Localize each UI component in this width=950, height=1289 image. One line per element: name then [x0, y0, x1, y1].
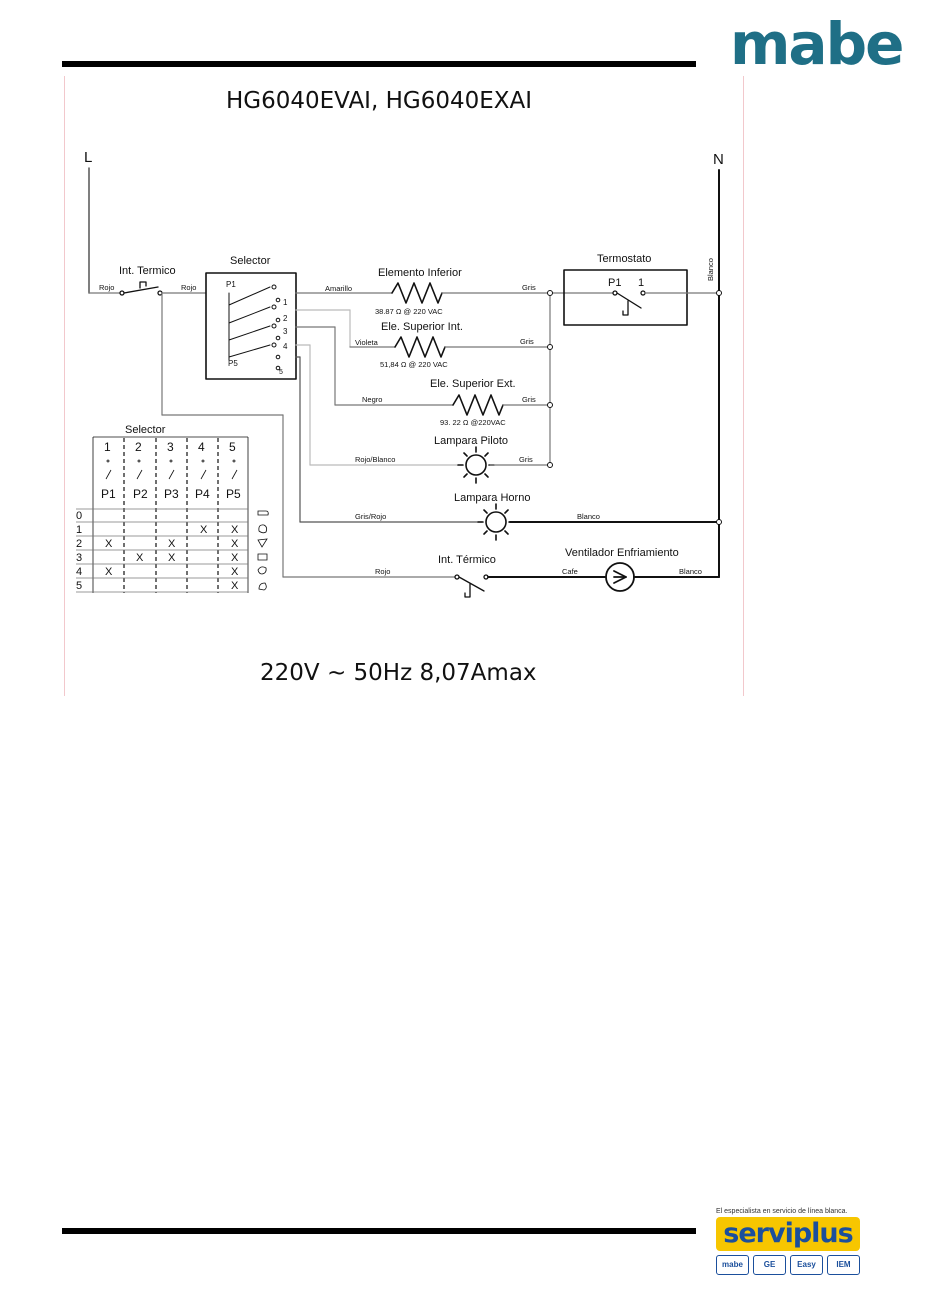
easy-mini-logo: Easy [790, 1255, 823, 1275]
svg-text:Rojo/Blanco: Rojo/Blanco [355, 455, 395, 464]
svg-text:4: 4 [198, 440, 205, 454]
svg-text:1: 1 [283, 298, 288, 307]
table-cell-mark: X [231, 524, 239, 536]
svg-text:Violeta: Violeta [355, 338, 379, 347]
lamp-piloto-symbol [457, 446, 495, 484]
svg-text:38.87 Ω @ 220 VAC: 38.87 Ω @ 220 VAC [375, 307, 443, 316]
resistor-elemento-inferior [391, 282, 443, 304]
int-termico-switch [119, 281, 163, 296]
label-termostato: Termostato [597, 253, 651, 265]
svg-text:1: 1 [104, 440, 111, 454]
table-cell-mark: X [200, 524, 208, 536]
top-rule [62, 61, 696, 67]
label-superior-int: Ele. Superior Int. [381, 321, 463, 333]
table-cell-mark: X [105, 566, 113, 578]
table-row-label: 2 [76, 538, 82, 550]
svg-text:93. 22 Ω @220VAC: 93. 22 Ω @220VAC [440, 418, 506, 427]
selector-box [205, 272, 297, 380]
label-selector: Selector [230, 255, 271, 267]
svg-text:Rojo: Rojo [99, 283, 114, 292]
table-cell-mark: X [231, 538, 239, 550]
lamp-horno-symbol [477, 503, 515, 541]
svg-text:Selector: Selector [125, 424, 166, 436]
label-N: N [713, 151, 724, 168]
svg-text:Rojo: Rojo [181, 283, 196, 292]
label-superior-ext: Ele. Superior Ext. [430, 378, 516, 390]
label-L: L [84, 149, 92, 166]
svg-text:P1: P1 [101, 487, 116, 501]
svg-text:Gris: Gris [522, 283, 536, 292]
serviplus-logo: serviplus [716, 1217, 860, 1251]
table-row-label: 1 [76, 524, 82, 536]
table-cell-mark: X [136, 552, 144, 564]
serviplus-brand: El especialista en servicio de línea bla… [716, 1208, 860, 1275]
table-cell-mark: X [231, 580, 239, 592]
svg-text:2: 2 [135, 440, 142, 454]
ge-mini-logo: GE [753, 1255, 786, 1275]
svg-text:5: 5 [229, 440, 236, 454]
label-int-termico: Int. Termico [119, 265, 176, 277]
table-row-label: 4 [76, 566, 82, 578]
label-lampara-horno: Lampara Horno [454, 492, 530, 504]
table-cell-mark: X [231, 552, 239, 564]
svg-text:4: 4 [283, 342, 288, 351]
svg-text:P5: P5 [226, 487, 241, 501]
int-termico-2-switch [454, 574, 489, 598]
table-cell-mark: X [168, 538, 176, 550]
bottom-rule [62, 1228, 696, 1234]
diagram-frame [64, 76, 744, 696]
svg-text:P2: P2 [133, 487, 148, 501]
svg-text:P4: P4 [195, 487, 210, 501]
label-int-termico-2: Int. Térmico [438, 554, 496, 566]
svg-text:Gris: Gris [522, 395, 536, 404]
selector-table: Selector 1 [76, 424, 269, 593]
svg-text:Gris/Rojo: Gris/Rojo [355, 512, 386, 521]
label-ventilador: Ventilador Enfriamiento [565, 547, 679, 559]
svg-text:P5: P5 [228, 359, 238, 368]
label-lampara-piloto: Lampara Piloto [434, 435, 508, 447]
svg-text:1: 1 [638, 277, 644, 289]
svg-text:3: 3 [167, 440, 174, 454]
iem-mini-logo: IEM [827, 1255, 860, 1275]
resistor-superior-ext [452, 394, 504, 416]
mabe-logo: mabe [730, 10, 904, 78]
table-cell-mark: X [168, 552, 176, 564]
termostato-box [563, 269, 688, 326]
table-cell-mark: X [105, 538, 113, 550]
svg-text:51,84 Ω @ 220 VAC: 51,84 Ω @ 220 VAC [380, 360, 448, 369]
table-row-label: 3 [76, 552, 82, 564]
label-elemento-inferior: Elemento Inferior [378, 267, 462, 279]
svg-text:Gris: Gris [520, 337, 534, 346]
svg-text:Rojo: Rojo [375, 567, 390, 576]
ventilador-symbol [605, 562, 635, 592]
table-row-label: 5 [76, 580, 82, 592]
svg-text:P3: P3 [164, 487, 179, 501]
svg-text:5: 5 [279, 369, 283, 376]
svg-text:P1: P1 [226, 280, 236, 289]
svg-text:3: 3 [283, 327, 288, 336]
svg-text:Negro: Negro [362, 395, 382, 404]
svg-text:Amarillo: Amarillo [325, 284, 352, 293]
svg-text:Blanco: Blanco [679, 567, 702, 576]
table-row-label: 0 [76, 510, 82, 522]
svg-text:Blanco: Blanco [577, 512, 600, 521]
diagram-title: HG6040EVAI, HG6040EXAI [226, 88, 533, 114]
table-cell-mark: X [231, 566, 239, 578]
svg-text:P1: P1 [608, 277, 621, 289]
svg-text:Gris: Gris [519, 455, 533, 464]
resistor-superior-int [394, 336, 446, 358]
svg-text:Cafe: Cafe [562, 567, 578, 576]
electrical-spec: 220V ~ 50Hz 8,07Amax [260, 660, 537, 686]
mabe-mini-logo: mabe [716, 1255, 749, 1275]
svg-text:2: 2 [283, 314, 288, 323]
svg-text:Blanco: Blanco [706, 258, 715, 281]
serviplus-tagline: El especialista en servicio de línea bla… [716, 1208, 848, 1215]
